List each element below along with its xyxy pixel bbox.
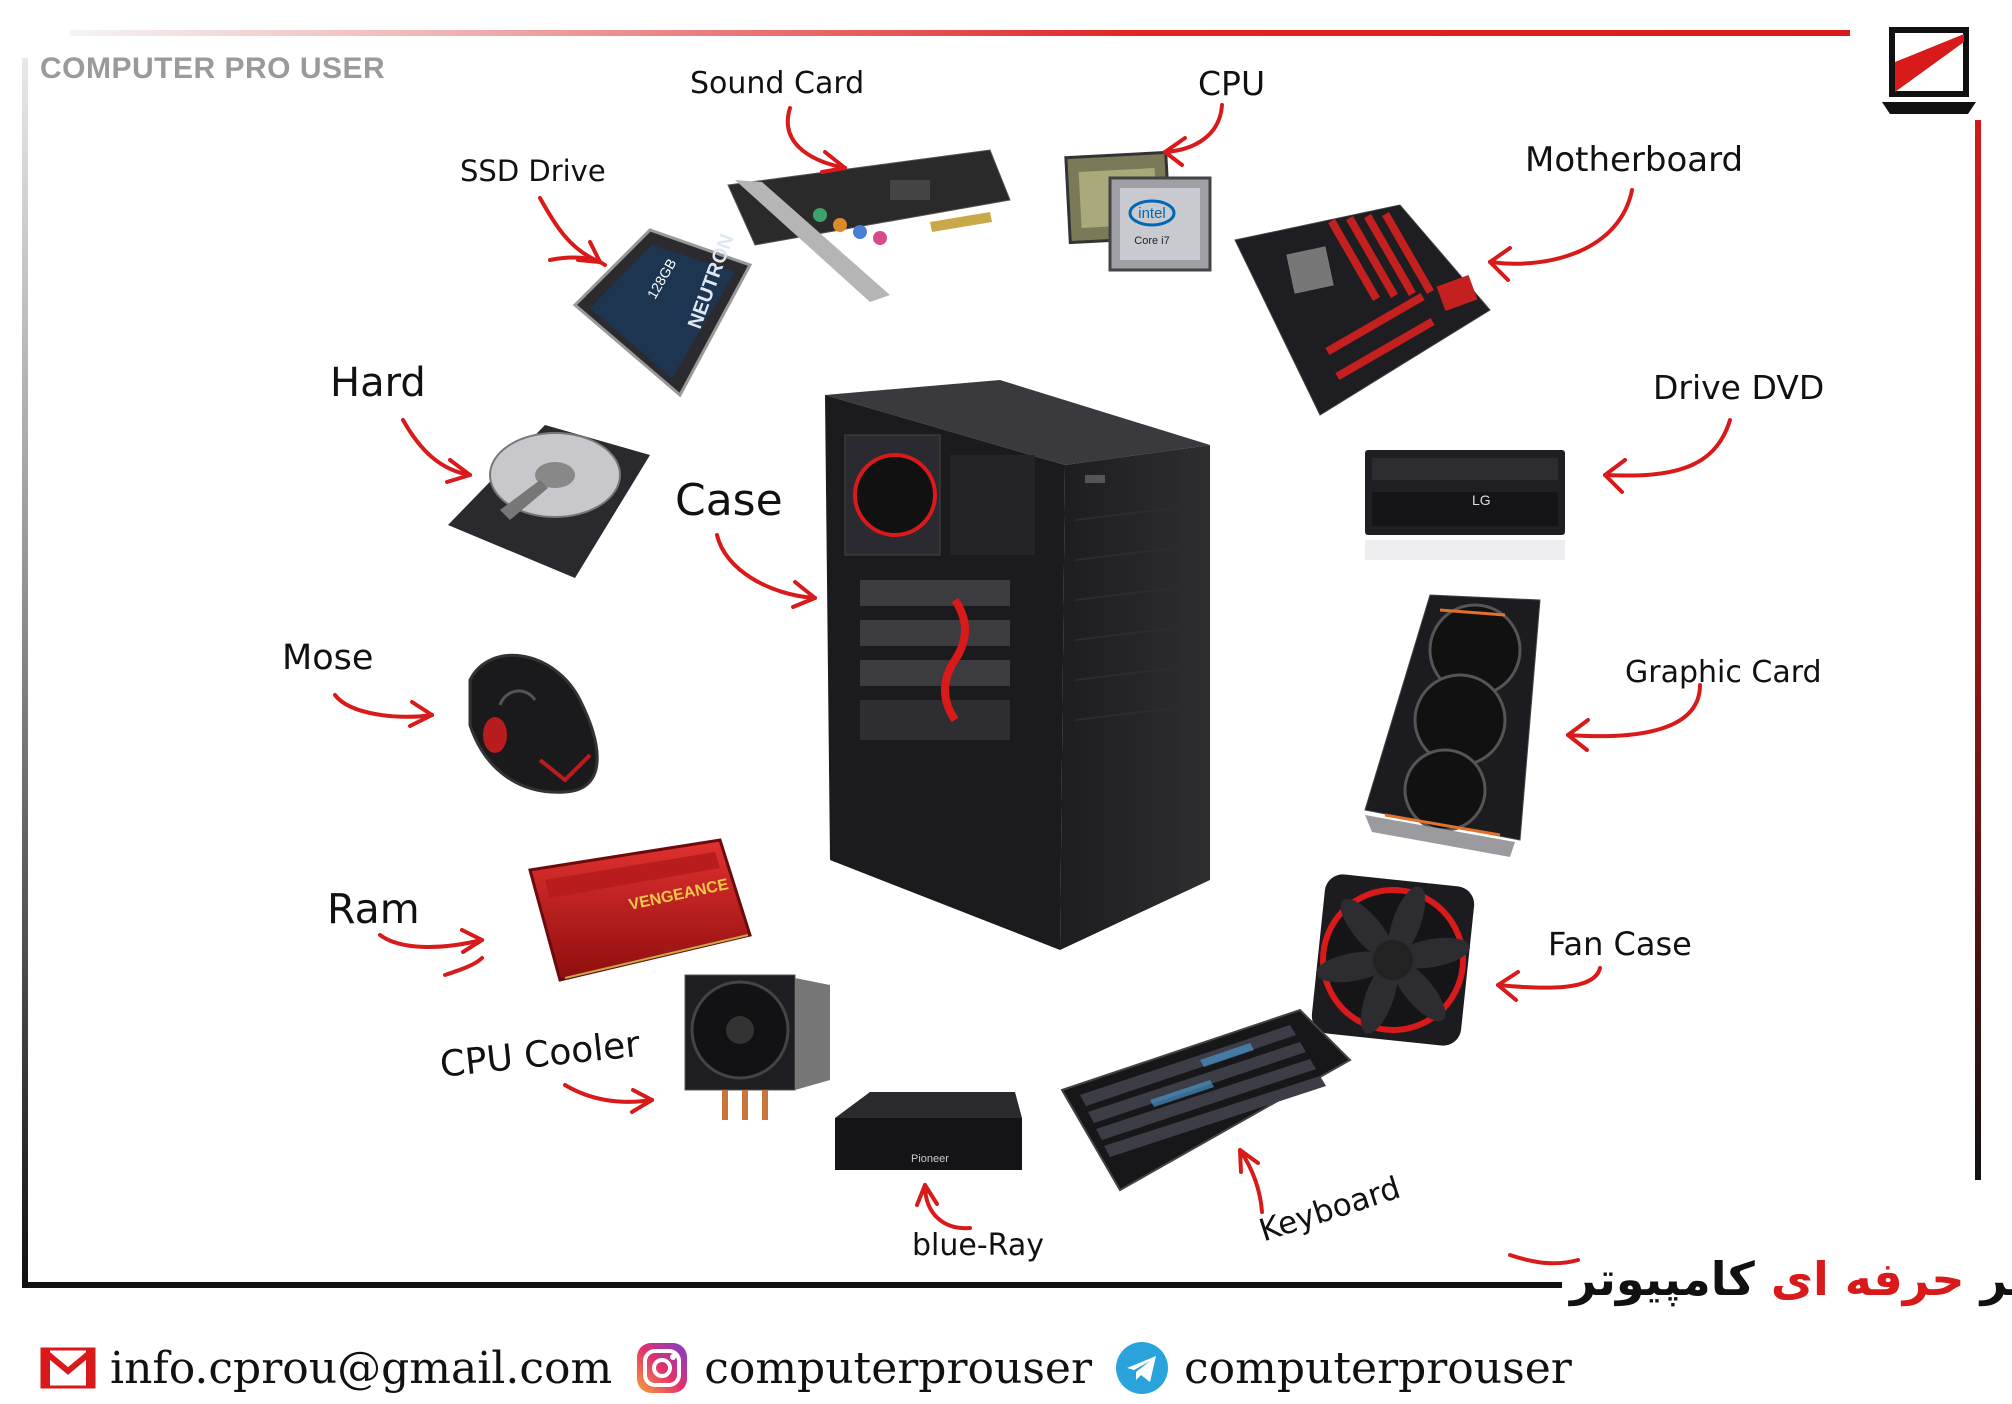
contact-telegram[interactable]: computerprouser [1114, 1340, 1572, 1396]
persian-title: کاربر حرفه ای کامپیوتر [1570, 1252, 2012, 1306]
blu-ray-drive-image: Pioneer [835, 1092, 1022, 1170]
persian-title-highlight: حرفه ای [1770, 1252, 1965, 1306]
telegram-text: computerprouser [1183, 1342, 1572, 1394]
contact-footer: info.cprou@gmail.com computerprouser com… [40, 1333, 1594, 1403]
label-sound-card: Sound Card [690, 66, 865, 101]
frame-bottom-line [22, 1282, 1562, 1288]
ssd-image: 128GB NEUTRON [572, 228, 753, 398]
cpu-image: intel Core i7 [1064, 150, 1212, 272]
fan-case-image [1311, 874, 1475, 1046]
frame-right-line [1975, 120, 1981, 1180]
label-blue-ray: blue-Ray [912, 1228, 1044, 1263]
label-motherboard: Motherboard [1525, 140, 1744, 180]
dvd-brand-mark: LG [1472, 492, 1491, 508]
ram-image: VENGEANCE [528, 838, 752, 982]
keyboard-image [1060, 1008, 1352, 1192]
label-hard: Hard [330, 360, 426, 406]
bluray-brand-mark: Pioneer [911, 1153, 949, 1165]
label-ram: Ram [327, 885, 420, 933]
label-graphic-card: Graphic Card [1625, 655, 1822, 690]
frame-left-line [22, 58, 28, 1283]
dvd-drive-image: LG [1365, 450, 1565, 560]
contact-instagram[interactable]: computerprouser [634, 1340, 1092, 1396]
instagram-icon [637, 1343, 688, 1393]
contact-email[interactable]: info.cprou@gmail.com [40, 1343, 612, 1394]
label-ssd-drive: SSD Drive [460, 154, 606, 188]
label-drive-dvd: Drive DVD [1653, 368, 1825, 407]
telegram-icon [1115, 1342, 1168, 1394]
pointer-arrows [333, 103, 1732, 1266]
instagram-text: computerprouser [704, 1342, 1092, 1394]
label-mouse: Mose [282, 638, 374, 678]
mouse-image [468, 653, 599, 794]
brand-title: COMPUTER PRO USER [40, 52, 386, 85]
motherboard-image [1234, 204, 1491, 416]
persian-title-prefix: کاربر [1980, 1252, 2012, 1306]
cpu-cooler-image [684, 974, 830, 1120]
laptop-logo-icon [1882, 27, 1976, 114]
email-text: info.cprou@gmail.com [110, 1342, 613, 1394]
label-case: Case [675, 475, 783, 526]
hard-disk-image [448, 425, 650, 578]
label-fan-case: Fan Case [1548, 925, 1692, 963]
cpu-model-mark: Core i7 [1134, 235, 1169, 247]
gmail-icon [40, 1347, 96, 1389]
pc-case-image [825, 380, 1210, 950]
persian-title-suffix: کامپیوتر [1570, 1252, 1755, 1306]
sound-card-image [727, 149, 1011, 302]
frame-top-line [70, 30, 1850, 36]
label-cpu: CPU [1198, 64, 1266, 103]
graphic-card-image [1364, 594, 1541, 857]
cpu-brand-mark: intel [1138, 205, 1166, 222]
